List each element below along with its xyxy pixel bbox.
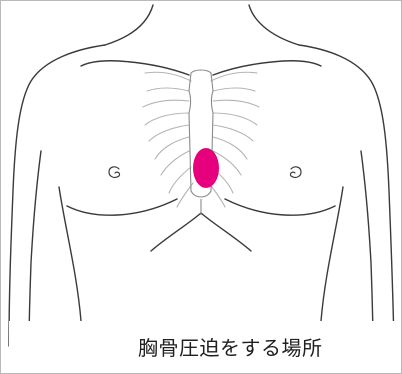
left-pectoral-line	[67, 199, 177, 215]
right-pectoral-line	[225, 199, 335, 215]
left-rib-margin	[151, 213, 201, 251]
neck-right-line	[249, 5, 299, 45]
left-arm-inner-line	[29, 151, 41, 346]
rib-lines	[143, 72, 259, 207]
compression-point-marker	[193, 148, 219, 188]
right-nipple	[290, 167, 301, 178]
caption-text: 胸骨圧迫をする場所	[138, 337, 323, 359]
right-clavicle	[213, 61, 321, 75]
right-arm-inner-line	[361, 151, 373, 346]
neck-left-line	[105, 5, 153, 45]
left-shoulder-line	[9, 45, 105, 346]
right-shoulder-line	[299, 45, 394, 346]
left-clavicle	[81, 61, 189, 75]
right-rib-margin	[201, 213, 251, 251]
left-nipple	[109, 167, 120, 178]
sternum	[189, 70, 213, 215]
